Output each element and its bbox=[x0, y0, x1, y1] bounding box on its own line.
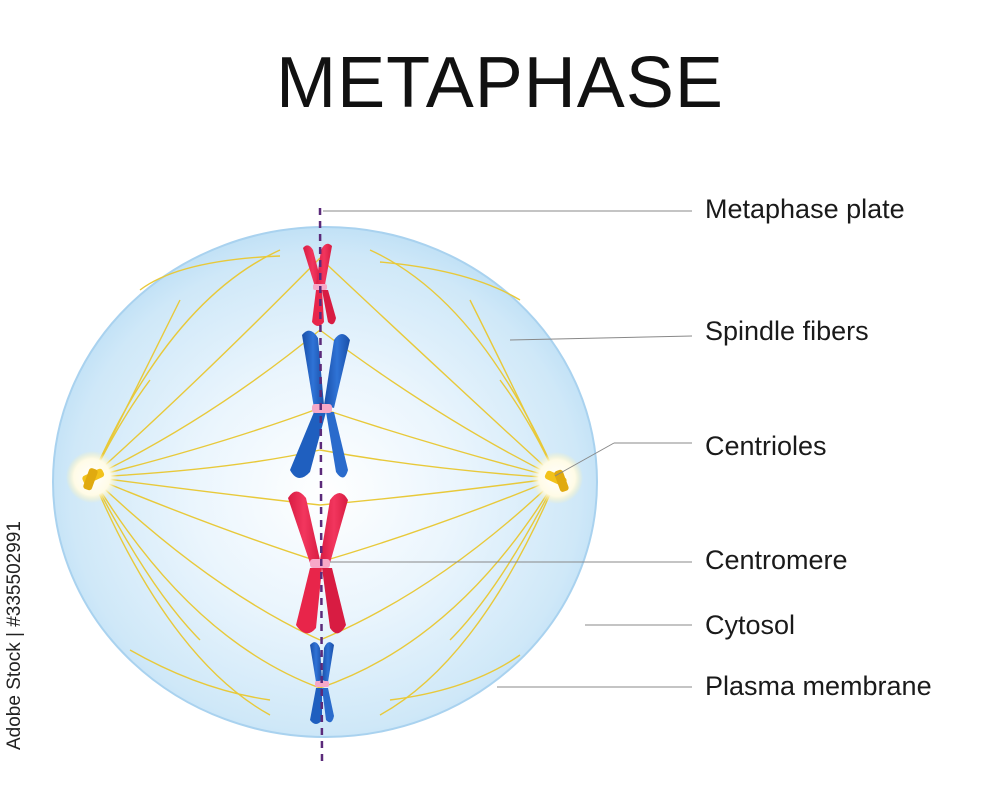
leader-lines bbox=[323, 210, 693, 688]
spindle-fibers bbox=[91, 249, 558, 716]
label-plasma-membrane: Plasma membrane bbox=[705, 671, 932, 701]
label-cytosol: Cytosol bbox=[705, 610, 796, 640]
chromosome-small-blue bbox=[310, 642, 334, 724]
cell-plasma-membrane bbox=[52, 226, 598, 738]
watermark-text: Adobe Stock | #335502991 bbox=[4, 521, 25, 750]
label-metaphase-plate: Metaphase plate bbox=[705, 194, 905, 224]
diagram-title: METAPHASE bbox=[276, 43, 724, 123]
metaphase-plate-line bbox=[318, 207, 324, 763]
label-centromere: Centromere bbox=[705, 545, 848, 575]
centriole-right bbox=[531, 452, 583, 504]
chromosome-large-red bbox=[288, 491, 348, 634]
chromosome-large-blue bbox=[290, 330, 350, 479]
label-spindle-fibers: Spindle fibers bbox=[705, 316, 869, 346]
label-centrioles: Centrioles bbox=[705, 431, 827, 461]
centriole-left bbox=[66, 451, 118, 503]
stock-watermark: Adobe Stock | #335502991 bbox=[4, 521, 30, 750]
